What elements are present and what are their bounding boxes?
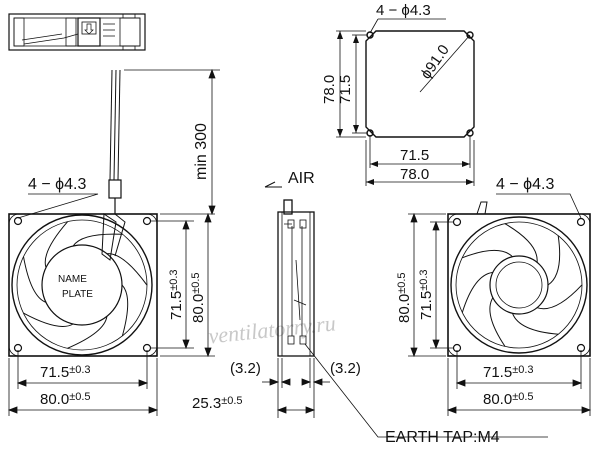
top-outer-height-label: 78.0 xyxy=(321,75,338,104)
rear-outer-h-label: 80.0±0.5 xyxy=(483,391,534,408)
connector-view xyxy=(8,13,146,51)
rear-outer-v-label: 80.0±0.5 xyxy=(396,272,413,323)
rear-view-fan xyxy=(447,201,591,357)
rear-horizontal-dimensions xyxy=(446,350,592,416)
fan-blade xyxy=(489,297,506,347)
fan-blade xyxy=(23,256,47,303)
lead-wires xyxy=(108,69,122,214)
fan-blade xyxy=(547,235,561,286)
rear-vertical-dimensions xyxy=(408,212,454,358)
side-offset-right-label: (3.2) xyxy=(330,360,361,377)
fan-blade xyxy=(106,253,148,286)
lead-exit xyxy=(101,213,126,261)
nameplate-line1: NAME xyxy=(58,274,87,285)
fan-blade xyxy=(44,221,69,268)
rear-hole-label: 4 − ϕ4.3 xyxy=(496,176,554,193)
mount-hole xyxy=(142,216,152,226)
front-hole-leader xyxy=(17,193,99,219)
fan-blade xyxy=(121,284,129,337)
mount-hole xyxy=(13,216,23,226)
front-outer-h-label: 80.0±0.5 xyxy=(40,391,91,408)
mount-hole xyxy=(576,217,586,227)
front-outer-v-label: 80.0±0.5 xyxy=(190,272,207,323)
lead-length-label: min 300 xyxy=(193,123,210,180)
top-diameter-label: ϕ91.0 xyxy=(417,42,452,83)
air-arrow xyxy=(264,181,282,188)
fan-blade xyxy=(461,271,493,313)
front-vertical-dimensions xyxy=(150,212,215,358)
fan-blade xyxy=(23,312,74,327)
top-view-dimensions xyxy=(336,18,475,186)
fan-blade xyxy=(72,233,123,247)
front-view-fan xyxy=(8,213,158,357)
fan-blade xyxy=(536,284,583,310)
top-hole-label: 4 − ϕ4.3 xyxy=(376,2,431,19)
nameplate-line2: PLATE xyxy=(62,289,93,300)
side-view-dimensions xyxy=(262,358,330,418)
side-offset-left-label: (3.2) xyxy=(230,360,261,377)
earth-tap-leader xyxy=(304,343,548,438)
front-view-blades xyxy=(23,221,148,349)
air-label: AIR xyxy=(288,170,315,187)
front-pitch-h-label: 71.5±0.3 xyxy=(40,364,91,381)
rear-hole-leader xyxy=(496,193,582,219)
fan-blade xyxy=(462,249,513,259)
fan-blade xyxy=(512,313,559,335)
watermark: ventilatorry.ru xyxy=(207,310,337,348)
top-pitch-width-label: 71.5 xyxy=(400,147,429,164)
front-horizontal-dimensions xyxy=(7,350,159,416)
rear-view-blades xyxy=(461,223,583,347)
front-pitch-v-label: 71.5±0.3 xyxy=(168,269,185,320)
fan-blade xyxy=(504,223,538,263)
side-depth-label: 25.3±0.5 xyxy=(192,395,243,412)
top-outer-width-label: 78.0 xyxy=(400,166,429,183)
lead-length-dimension xyxy=(124,68,220,216)
rear-pitch-h-label: 71.5±0.3 xyxy=(483,364,534,381)
mount-hole xyxy=(452,217,462,227)
side-view-body xyxy=(277,199,315,357)
earth-tap-label: EARTH TAP:M4 xyxy=(385,429,500,446)
rear-pitch-v-label: 71.5±0.3 xyxy=(418,269,435,320)
fan-blade xyxy=(67,316,108,349)
top-view-frame xyxy=(365,30,475,138)
front-hole-label: 4 − ϕ4.3 xyxy=(28,176,86,193)
top-pitch-height-label: 71.5 xyxy=(337,75,354,104)
